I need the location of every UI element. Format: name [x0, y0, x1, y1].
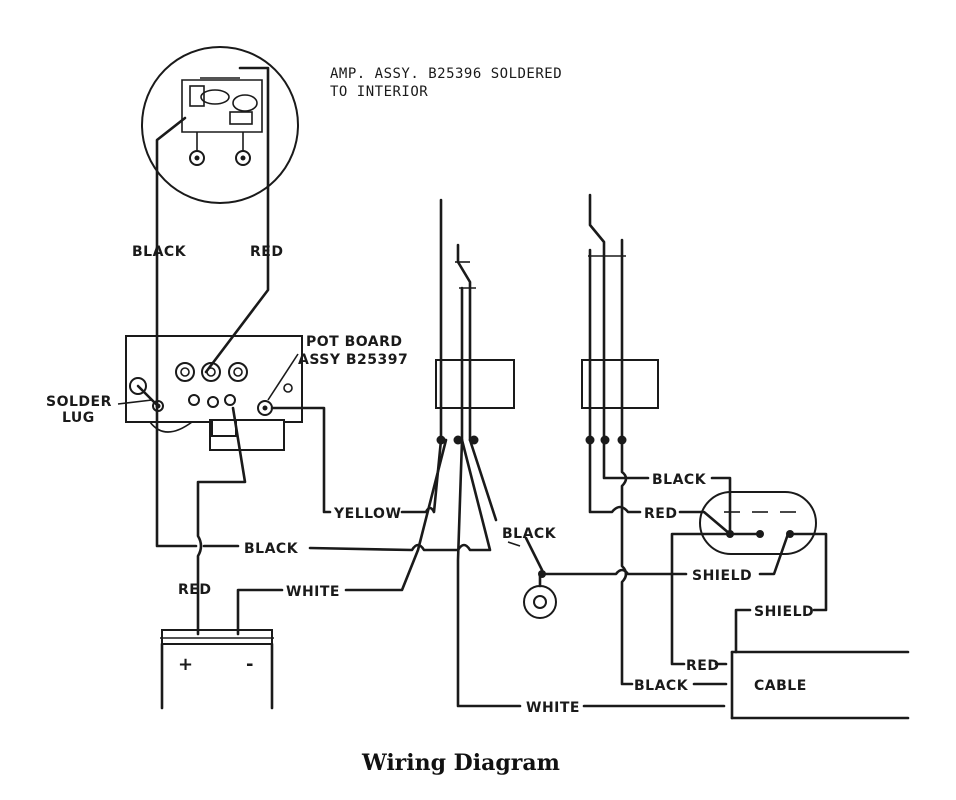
amp-label-line2: TO INTERIOR: [330, 84, 428, 100]
component-text: CABLE + -: [178, 654, 807, 694]
battery-minus-label: -: [246, 654, 254, 675]
amp-assembly: [141, 46, 299, 204]
wire-label-black-diag: BLACK: [502, 526, 557, 542]
pot-label-line2: ASSY B25397: [298, 352, 408, 368]
wire-label-white-low: WHITE: [286, 584, 340, 600]
cable-label: CABLE: [754, 678, 807, 694]
pot-label-line1: POT BOARD: [306, 334, 403, 350]
callout-text: AMP. ASSY. B25396 SOLDERED TO INTERIOR P…: [46, 66, 562, 426]
diagram-caption: Wiring Diagram: [361, 750, 560, 776]
solder-lug-label-line2: LUG: [62, 410, 95, 426]
wire-label-text: BLACK RED YELLOW BLACK RED WHITE BLACK B…: [132, 244, 814, 716]
ring-terminal: [523, 570, 557, 619]
wire-label-red-right: RED: [644, 506, 677, 522]
wire-label-black-mid: BLACK: [244, 541, 299, 557]
wire-label-black-top: BLACK: [132, 244, 187, 260]
battery-plus-label: +: [178, 654, 194, 675]
connector-left: [435, 198, 515, 442]
wire-label-red-cable: RED: [686, 658, 719, 674]
pot-board: [125, 335, 303, 451]
wire-label-shield-2: SHIELD: [754, 604, 814, 620]
wire-label-black-right: BLACK: [652, 472, 707, 488]
cable-body: [730, 650, 910, 720]
wire-label-yellow: YELLOW: [333, 506, 401, 522]
wire-label-white-bottom: WHITE: [526, 700, 580, 716]
amp-label-line1: AMP. ASSY. B25396 SOLDERED: [330, 66, 562, 82]
wire-label-shield-1: SHIELD: [692, 568, 752, 584]
wires: [117, 66, 828, 708]
solder-lug-label-line1: SOLDER: [46, 394, 112, 410]
wire-label-red-low: RED: [178, 582, 211, 598]
connector-right: [581, 193, 659, 442]
wire-label-red-top: RED: [250, 244, 283, 260]
wire-label-black-cable: BLACK: [634, 678, 689, 694]
battery: [160, 629, 274, 710]
